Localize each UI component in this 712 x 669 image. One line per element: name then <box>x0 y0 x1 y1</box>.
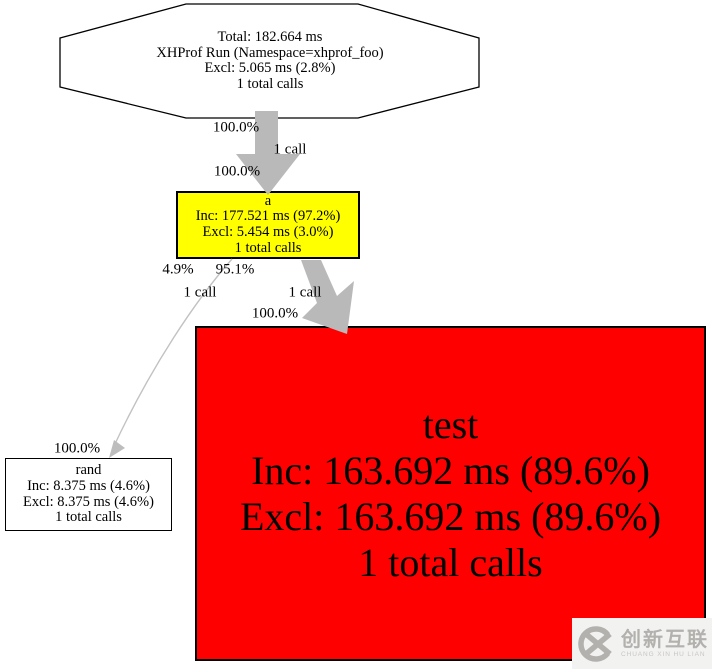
node-rand-calls: 1 total calls <box>55 509 122 526</box>
node-rand-name: rand <box>75 462 102 479</box>
node-root-total: Total: 182.664 ms <box>217 29 323 45</box>
node-a-inc: Inc: 177.521 ms (97.2%) <box>195 208 341 225</box>
node-a-calls: 1 total calls <box>234 239 302 256</box>
watermark-text: 创新互联 CHUANG XIN HU LIAN <box>621 629 709 659</box>
node-rand-excl: Excl: 8.375 ms (4.6%) <box>23 493 154 510</box>
node-root-title: XHProf Run (Namespace=xhprof_foo) <box>156 44 384 61</box>
watermark-brand: 创新互联 <box>621 628 709 651</box>
edge-a-test-pct-out: 95.1% <box>215 261 255 278</box>
node-a-name: a <box>264 192 272 209</box>
node-a: a Inc: 177.521 ms (97.2%) Excl: 5.454 ms… <box>176 191 360 259</box>
arrow-a-to-rand-icon <box>109 440 125 458</box>
edge-root-a-pct-in: 100.0% <box>213 163 261 180</box>
edge-a-test-calls: 1 call <box>288 284 322 301</box>
node-test-calls: 1 total calls <box>358 539 543 585</box>
edge-a-rand-pct-out: 4.9% <box>162 261 194 278</box>
node-a-excl: Excl: 5.454 ms (3.0%) <box>202 224 334 240</box>
node-root-calls: 1 total calls <box>236 75 304 92</box>
watermark-subtitle: CHUANG XIN HU LIAN <box>621 650 706 658</box>
node-test-name: test <box>422 401 479 447</box>
node-test-excl: Excl: 163.692 ms (89.6%) <box>239 493 662 539</box>
edge-a-rand-calls: 1 call <box>183 284 217 301</box>
node-root-excl: Excl: 5.065 ms (2.8%) <box>204 60 336 77</box>
cx-logo-icon <box>578 625 612 662</box>
edge-root-a-calls: 1 call <box>273 141 307 158</box>
watermark: 创新互联 CHUANG XIN HU LIAN <box>572 618 712 669</box>
node-rand-inc: Inc: 8.375 ms (4.6%) <box>27 477 150 494</box>
edge-a-test-pct-in: 100.0% <box>251 305 299 322</box>
node-test: test Inc: 163.692 ms (89.6%) Excl: 163.6… <box>195 326 706 661</box>
edge-a-rand-pct-in: 100.0% <box>53 440 101 457</box>
node-test-inc: Inc: 163.692 ms (89.6%) <box>251 447 650 493</box>
edge-root-a-pct-out: 100.0% <box>212 119 260 136</box>
node-rand: rand Inc: 8.375 ms (4.6%) Excl: 8.375 ms… <box>5 458 172 531</box>
node-root: Total: 182.664 ms XHProf Run (Namespace=… <box>60 29 480 92</box>
